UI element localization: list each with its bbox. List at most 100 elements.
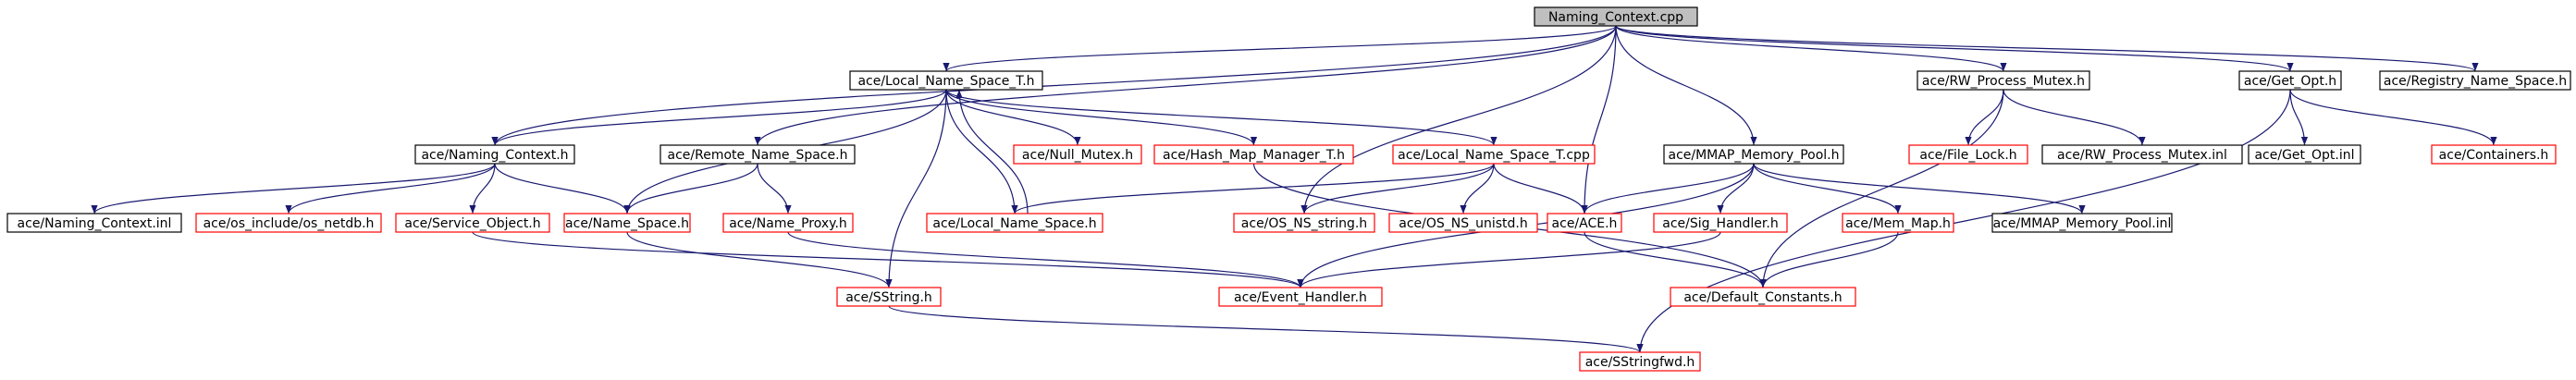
edge-root-to-osns_string_h xyxy=(1300,25,1617,215)
edge-nproxy_h-to-evh_h xyxy=(787,231,1304,288)
file-node-getopt_inl[interactable]: ace/Get_Opt.inl xyxy=(2248,144,2361,165)
edge-getopt_h-to-containers_h xyxy=(2289,89,2497,146)
node-label: ace/SStringfwd.h xyxy=(1585,355,1695,370)
node-box xyxy=(395,213,550,233)
node-label: ace/OS_NS_string.h xyxy=(1241,216,1367,231)
node-label: ace/Sig_Handler.h xyxy=(1662,216,1778,231)
file-node-getopt_h[interactable]: ace/Get_Opt.h xyxy=(2238,70,2342,91)
file-node-memmap_h[interactable]: ace/Mem_Map.h xyxy=(1842,213,1954,233)
file-node-lnst_h[interactable]: ace/Local_Name_Space_T.h xyxy=(849,70,1043,91)
file-node-evh_h[interactable]: ace/Event_Handler.h xyxy=(1218,287,1383,307)
file-node-netdb_h[interactable]: ace/os_include/os_netdb.h xyxy=(195,213,382,233)
node-label: ace/Registry_Name_Space.h xyxy=(2384,74,2567,89)
node-box xyxy=(1670,287,1856,307)
file-node-rwpm_inl[interactable]: ace/RW_Process_Mutex.inl xyxy=(2041,144,2243,165)
edge-root-to-rns_h xyxy=(754,25,1617,146)
file-node-hmm_h[interactable]: ace/Hash_Map_Manager_T.h xyxy=(1153,144,1354,165)
node-label: ace/Get_Opt.h xyxy=(2244,74,2336,89)
node-box xyxy=(849,70,1043,91)
file-node-lns_h[interactable]: ace/Local_Name_Space.h xyxy=(926,213,1103,233)
node-label: ace/os_include/os_netdb.h xyxy=(203,216,375,231)
edge-lnst_h-to-lnst_cpp xyxy=(945,89,1498,146)
node-box xyxy=(2041,144,2243,165)
file-node-ns_h[interactable]: ace/Name_Space.h xyxy=(563,213,691,233)
node-box xyxy=(836,287,942,307)
edge-sig_h-to-evh_h xyxy=(1297,231,1721,288)
node-box xyxy=(195,213,382,233)
edge-lnst_cpp-to-osns_string_h xyxy=(1300,163,1495,215)
file-node-nc_inl[interactable]: ace/Naming_Context.inl xyxy=(6,213,182,233)
edge-rwpm_h-to-rwpm_inl xyxy=(2003,89,2146,146)
node-box xyxy=(1991,213,2173,233)
edge-memmap_h-to-defc_h xyxy=(1759,231,1899,288)
node-box xyxy=(659,144,856,165)
edge-sstring_h-to-sstringfwd_h xyxy=(888,305,1644,353)
file-node-nproxy_h[interactable]: ace/Name_Proxy.h xyxy=(722,213,854,233)
node-box xyxy=(1653,213,1788,233)
edge-nc_h-to-nc_inl xyxy=(91,163,496,215)
edge-rwpm_h-to-defc_h xyxy=(1759,89,2004,288)
node-box xyxy=(1579,351,1701,372)
edge-mmp_h-to-ace_h xyxy=(1581,163,1755,215)
node-label: ace/RW_Process_Mutex.h xyxy=(1922,74,2085,89)
edge-nc_h-to-ns_h xyxy=(494,163,631,215)
edge-nc_h-to-netdb_h xyxy=(285,163,496,215)
node-box xyxy=(1534,6,1698,27)
edge-lnst_h-to-hmm_h xyxy=(945,89,1258,146)
node-box xyxy=(2248,144,2361,165)
file-node-osns_string_h[interactable]: ace/OS_NS_string.h xyxy=(1233,213,1375,233)
node-box xyxy=(1663,144,1844,165)
node-box xyxy=(2379,70,2571,91)
file-node-sig_h[interactable]: ace/Sig_Handler.h xyxy=(1653,213,1788,233)
file-node-lnst_cpp[interactable]: ace/Local_Name_Space_T.cpp xyxy=(1392,144,1596,165)
edge-root-to-ace_h xyxy=(1581,25,1617,215)
node-box xyxy=(1218,287,1383,307)
file-node-mmp_inl[interactable]: ace/MMAP_Memory_Pool.inl xyxy=(1991,213,2173,233)
edge-rns_h-to-ns_h xyxy=(623,163,758,215)
edge-mmp_h-to-sig_h xyxy=(1717,163,1755,215)
node-box xyxy=(1013,144,1142,165)
node-box xyxy=(1547,213,1622,233)
edge-mmp_h-to-mmp_inl xyxy=(1753,163,2086,215)
file-node-nullmutex_h[interactable]: ace/Null_Mutex.h xyxy=(1013,144,1142,165)
file-node-sstringfwd_h[interactable]: ace/SStringfwd.h xyxy=(1579,351,1701,372)
file-node-osns_unistd_h[interactable]: ace/OS_NS_unistd.h xyxy=(1388,213,1538,233)
file-node-containers_h[interactable]: ace/Containers.h xyxy=(2431,144,2557,165)
file-node-sstring_h[interactable]: ace/SString.h xyxy=(836,287,942,307)
file-node-so_h[interactable]: ace/Service_Object.h xyxy=(395,213,550,233)
node-label: ace/Naming_Context.h xyxy=(421,148,568,163)
node-box xyxy=(1908,144,2028,165)
file-node-ace_h[interactable]: ace/ACE.h xyxy=(1547,213,1622,233)
node-label: ace/ACE.h xyxy=(1552,216,1618,231)
edge-root-to-lnst_h xyxy=(943,25,1617,72)
node-box xyxy=(2431,144,2557,165)
node-label: ace/OS_NS_unistd.h xyxy=(1399,216,1528,231)
node-box xyxy=(1392,144,1596,165)
file-node-filelock_h[interactable]: ace/File_Lock.h xyxy=(1908,144,2028,165)
edge-getopt_h-to-getopt_inl xyxy=(2289,89,2309,146)
edge-lnst_h-to-lns_h xyxy=(945,89,1018,215)
node-box xyxy=(563,213,691,233)
node-label: ace/Default_Constants.h xyxy=(1683,290,1842,305)
nodes-layer: Naming_Context.cppace/Local_Name_Space_T… xyxy=(6,6,2571,372)
file-node-nc_h[interactable]: ace/Naming_Context.h xyxy=(414,144,575,165)
file-node-mmp_h[interactable]: ace/MMAP_Memory_Pool.h xyxy=(1663,144,1844,165)
node-box xyxy=(1233,213,1375,233)
node-box xyxy=(1842,213,1954,233)
edge-root-to-mmp_h xyxy=(1615,25,1757,146)
node-label: ace/Name_Space.h xyxy=(565,216,689,231)
file-node-regns_h[interactable]: ace/Registry_Name_Space.h xyxy=(2379,70,2571,91)
edge-lnst_h-to-nullmutex_h xyxy=(945,89,1081,146)
edge-lnst_cpp-to-osns_unistd_h xyxy=(1460,163,1495,215)
edge-root-to-rwpm_h xyxy=(1615,25,2007,72)
file-node-rwpm_h[interactable]: ace/RW_Process_Mutex.h xyxy=(1917,70,2090,91)
file-node-rns_h[interactable]: ace/Remote_Name_Space.h xyxy=(659,144,856,165)
file-node-defc_h[interactable]: ace/Default_Constants.h xyxy=(1670,287,1856,307)
node-label: ace/File_Lock.h xyxy=(1919,148,2016,163)
edge-ace_h-to-defc_h xyxy=(1584,231,1767,288)
node-box xyxy=(6,213,182,233)
node-label: ace/Event_Handler.h xyxy=(1234,290,1367,305)
node-label: ace/Local_Name_Space.h xyxy=(932,216,1096,231)
edge-ns_h-to-sstring_h xyxy=(626,231,893,288)
